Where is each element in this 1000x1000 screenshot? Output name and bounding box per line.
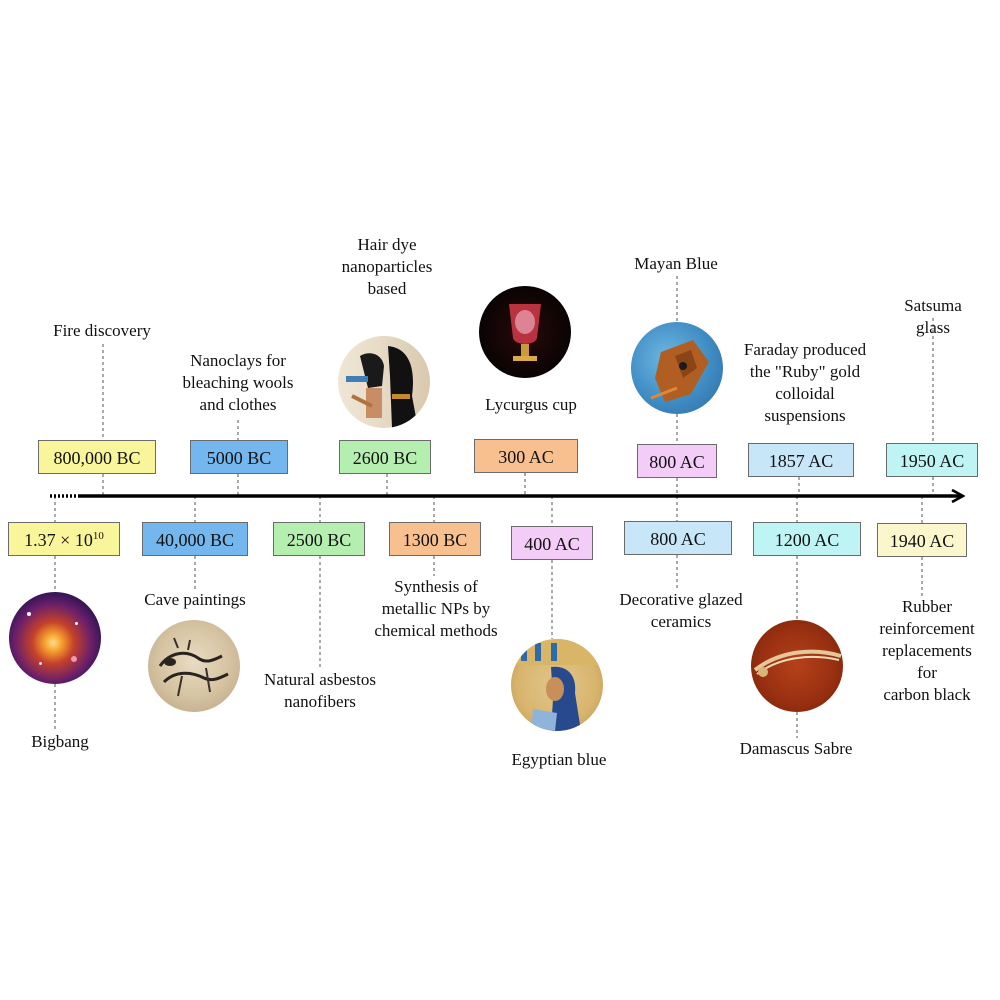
mayan-blue-image: [631, 322, 723, 414]
hair-dye-figures: [346, 346, 418, 428]
egyptian-blue-image: [511, 639, 603, 731]
date-box-glazed-ceramics: 800 AC: [624, 521, 732, 555]
label-synthesis: Synthesis of metallic NPs by chemical me…: [374, 577, 498, 640]
date-box-egyptian-blue: 400 AC: [511, 526, 593, 560]
label-faraday: Faraday produced the "Ruby" gold colloid…: [743, 340, 867, 425]
date-box-satsuma-glass: 1950 AC: [886, 443, 978, 477]
label-rubber: Rubber reinforcement replacements for ca…: [879, 597, 975, 704]
damascus-sabre-image: [751, 620, 843, 712]
date-box-mayan-blue: 800 AC: [637, 444, 717, 478]
date-bigbang-exponent: 10: [92, 530, 104, 542]
date-box-nanoclays: 5000 BC: [190, 440, 288, 474]
cup-glow: [509, 304, 541, 361]
label-hair-dye: Hair dye nanoparticles based: [341, 235, 433, 298]
cave-horse-drawing: [158, 637, 229, 697]
cave-painting-image: [148, 620, 240, 712]
date-box-bigbang: 1.37 × 1010: [8, 522, 120, 556]
egyptian-hair-dye-image: [338, 336, 430, 428]
date-box-fire-discovery: 800,000 BC: [38, 440, 156, 474]
label-satsuma-glass: Satsuma glass: [904, 296, 962, 337]
bigbang-nebula-image: [9, 592, 101, 684]
date-bigbang: 1.37 × 10: [24, 530, 93, 550]
lycurgus-cup-image: [479, 286, 571, 378]
leader-lines: [54, 276, 934, 738]
sabre-blade: [753, 649, 842, 677]
label-asbestos: Natural asbestos nanofibers: [264, 670, 376, 711]
date-box-cave-paintings: 40,000 BC: [142, 522, 248, 556]
date-box-synthesis: 1300 BC: [389, 522, 481, 556]
label-lycurgus: Lycurgus cup: [485, 395, 577, 414]
date-box-asbestos: 2500 BC: [273, 522, 365, 556]
label-glazed-ceramics: Decorative glazed ceramics: [619, 590, 743, 631]
label-mayan-blue: Mayan Blue: [634, 254, 718, 273]
mayan-mural-figure: [650, 340, 709, 402]
label-bigbang: Bigbang: [31, 732, 89, 751]
label-nanoclays: Nanoclays for bleaching wools and clothe…: [182, 351, 294, 414]
egyptian-figure: [511, 639, 603, 731]
label-fire-discovery: Fire discovery: [53, 321, 151, 340]
date-box-faraday: 1857 AC: [748, 443, 854, 477]
date-box-damascus: 1200 AC: [753, 522, 861, 556]
label-cave-paintings: Cave paintings: [144, 590, 246, 609]
date-box-lycurgus: 300 AC: [474, 439, 578, 473]
date-box-hair-dye: 2600 BC: [339, 440, 431, 474]
label-egyptian-blue: Egyptian blue: [511, 750, 607, 769]
date-box-rubber: 1940 AC: [877, 523, 967, 557]
label-damascus-sabre: Damascus Sabre: [739, 739, 853, 758]
